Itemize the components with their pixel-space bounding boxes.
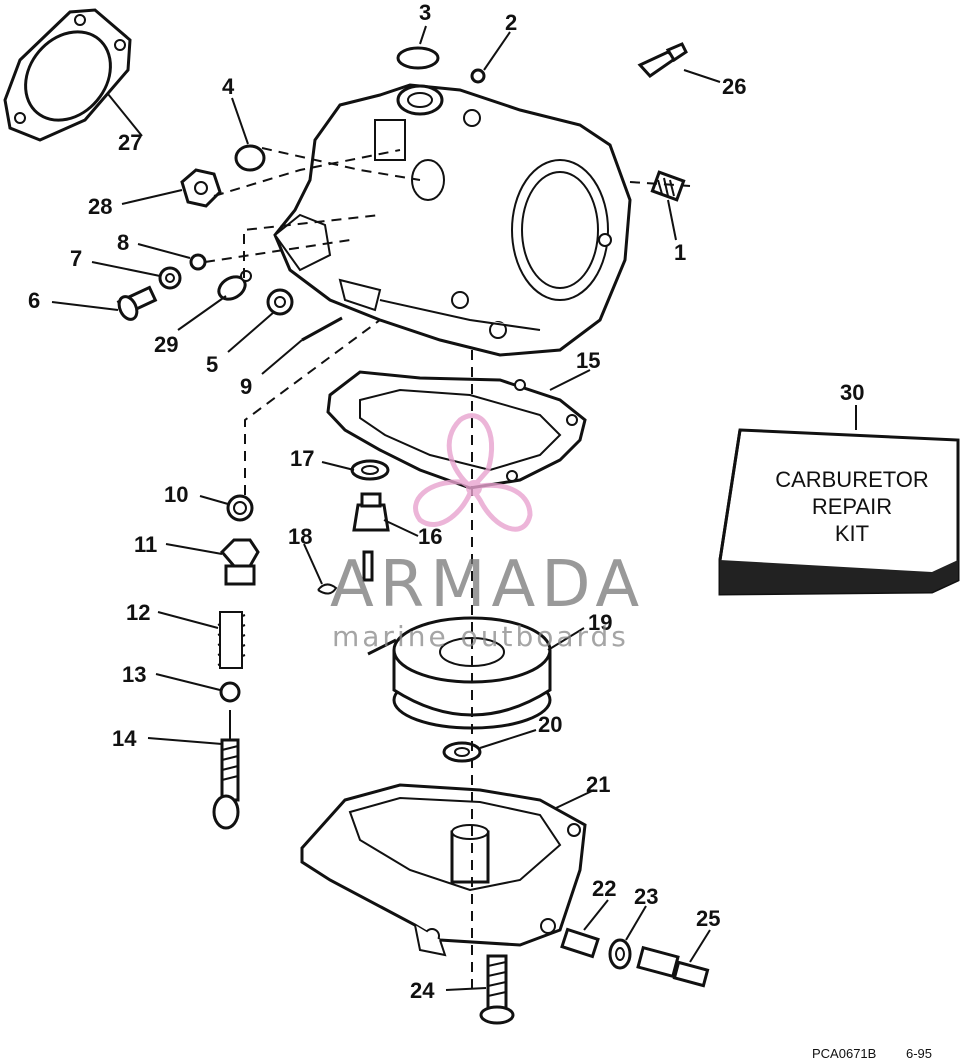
part-3-plug bbox=[396, 46, 440, 70]
part-4-ball bbox=[234, 144, 266, 172]
callout-14: 14 bbox=[112, 726, 137, 751]
part-25-fitting bbox=[636, 945, 710, 988]
callout-8: 8 bbox=[117, 230, 129, 255]
part-5-washer bbox=[266, 288, 294, 316]
callout-6: 6 bbox=[28, 288, 40, 313]
callout-20: 20 bbox=[538, 712, 562, 737]
assembly-lines bbox=[204, 147, 691, 990]
callout-18: 18 bbox=[288, 524, 312, 549]
part-6-screw bbox=[116, 285, 158, 321]
part-18-clip bbox=[317, 583, 338, 595]
part-7-washer bbox=[158, 266, 182, 290]
part-20-nut bbox=[442, 741, 482, 763]
callout-23: 23 bbox=[634, 884, 658, 909]
callout-10: 10 bbox=[164, 482, 188, 507]
part-10-o-ring bbox=[226, 494, 254, 522]
callout-27: 27 bbox=[118, 130, 142, 155]
callout-25: 25 bbox=[696, 906, 720, 931]
part-9-pin bbox=[301, 316, 343, 342]
callout-28: 28 bbox=[88, 194, 112, 219]
callout-1: 1 bbox=[674, 240, 686, 265]
footer-date: 6-95 bbox=[906, 1046, 932, 1061]
callout-17: 17 bbox=[290, 446, 314, 471]
part-29-link bbox=[217, 270, 252, 301]
part-14-needle-valve bbox=[212, 710, 240, 830]
callout-9: 9 bbox=[240, 374, 252, 399]
part-21-float-bowl bbox=[300, 783, 587, 957]
watermark-brand: ARMADA bbox=[330, 548, 645, 622]
callout-11: 11 bbox=[134, 532, 157, 557]
part-11-packing-nut bbox=[219, 538, 260, 586]
part-15-gasket bbox=[326, 370, 587, 490]
part-2-ball bbox=[470, 68, 486, 84]
callout-7: 7 bbox=[70, 246, 82, 271]
kit-label-line1: CARBURETOR bbox=[775, 467, 929, 492]
callout-21: 21 bbox=[586, 772, 610, 797]
part-16-needle-seat bbox=[352, 492, 390, 532]
callout-labels: 3 2 26 4 27 28 1 8 7 6 29 5 9 15 30 17 1… bbox=[28, 0, 864, 1003]
propeller-logo-icon bbox=[413, 413, 533, 532]
part-22-plug bbox=[560, 927, 600, 959]
callout-24: 24 bbox=[410, 978, 435, 1003]
callout-16: 16 bbox=[418, 524, 442, 549]
callout-26: 26 bbox=[722, 74, 746, 99]
callout-4: 4 bbox=[222, 74, 235, 99]
callout-30: 30 bbox=[840, 380, 864, 405]
kit-label-line3: KIT bbox=[835, 521, 869, 546]
callout-2: 2 bbox=[505, 10, 517, 35]
part-30-repair-kit-box: CARBURETOR REPAIR KIT bbox=[718, 428, 960, 596]
callout-19: 19 bbox=[588, 610, 612, 635]
callout-12: 12 bbox=[126, 600, 150, 625]
part-26-fitting bbox=[637, 42, 688, 78]
part-1-screw bbox=[650, 170, 686, 202]
kit-label-line2: REPAIR bbox=[812, 494, 892, 519]
callout-5: 5 bbox=[206, 352, 218, 377]
part-13-washer bbox=[219, 681, 241, 703]
part-23-washer bbox=[608, 938, 632, 970]
callout-29: 29 bbox=[154, 332, 178, 357]
callout-3: 3 bbox=[419, 0, 431, 25]
callout-13: 13 bbox=[122, 662, 146, 687]
watermark-tagline: marine outboards bbox=[332, 620, 629, 653]
part-12-spring bbox=[217, 611, 246, 669]
part-24-screw bbox=[479, 954, 515, 1025]
callout-22: 22 bbox=[592, 876, 616, 901]
carburetor-body bbox=[273, 83, 632, 357]
leader-lines bbox=[51, 25, 857, 991]
part-27-gasket bbox=[3, 8, 132, 142]
part-16-needle bbox=[362, 550, 374, 582]
footer-code: PCA0671B bbox=[812, 1046, 876, 1061]
part-17-washer bbox=[350, 459, 390, 481]
armada-watermark: ARMADA marine outboards bbox=[330, 413, 645, 653]
part-8-clip bbox=[189, 253, 207, 271]
callout-15: 15 bbox=[576, 348, 600, 373]
